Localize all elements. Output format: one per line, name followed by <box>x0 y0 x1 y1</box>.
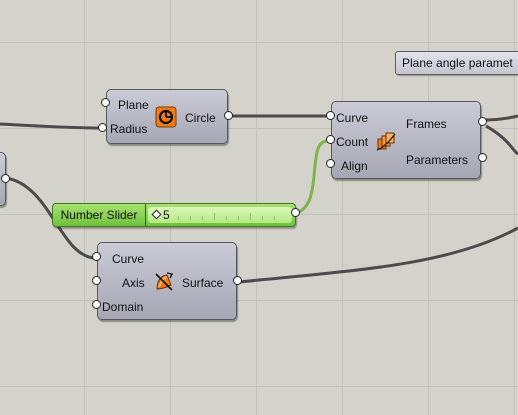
circle-grip-radius[interactable] <box>98 123 107 132</box>
slider-output-grip[interactable] <box>291 208 300 217</box>
output-label-parameters: Parameters <box>406 153 469 167</box>
number-slider[interactable]: Number Slider 5 <box>52 203 296 227</box>
input-label-count: Count <box>336 135 369 149</box>
wire-frames-out <box>482 114 518 122</box>
perp-grip-curve[interactable] <box>326 111 335 120</box>
input-label-rev-domain: Domain <box>102 300 144 314</box>
slider-track[interactable]: 5 <box>148 207 292 223</box>
output-label-frames: Frames <box>406 117 447 131</box>
slider-value: 5 <box>163 208 170 222</box>
rev-grip-axis[interactable] <box>92 276 101 285</box>
output-label-circle: Circle <box>185 111 216 125</box>
perp-grip-frames-out[interactable] <box>478 117 487 126</box>
wire-slider-to-count <box>295 139 329 215</box>
circle-icon <box>155 106 177 128</box>
revolution-component[interactable]: Curve Axis Domain Surface <box>97 242 237 320</box>
left-component-output-grip[interactable] <box>1 174 10 183</box>
revolution-icon <box>155 272 174 291</box>
perp-grip-align[interactable] <box>326 159 335 168</box>
panel-plane-angle-parameters[interactable]: Plane angle paramet <box>395 51 518 75</box>
circle-grip-circle-out[interactable] <box>224 111 233 120</box>
perp-frames-component[interactable]: Curve Count Align Frames Parameters <box>331 101 481 179</box>
rev-grip-curve[interactable] <box>92 252 101 261</box>
wire-to-radius <box>0 122 102 130</box>
input-label-plane: Plane <box>118 98 149 112</box>
rev-grip-surface-out[interactable] <box>233 276 242 285</box>
input-label-align: Align <box>341 159 368 173</box>
wire-parameters-out <box>485 124 518 156</box>
perp-grip-count[interactable] <box>326 135 335 144</box>
circle-component[interactable]: Plane Radius Circle <box>106 89 228 144</box>
input-label-curve: Curve <box>336 111 369 125</box>
output-label-surface: Surface <box>182 276 224 290</box>
input-label-rev-curve: Curve <box>112 252 145 266</box>
perp-frames-icon <box>376 132 396 151</box>
slider-handle[interactable] <box>151 209 162 220</box>
input-label-radius: Radius <box>110 122 148 136</box>
slider-name: Number Slider <box>53 204 146 226</box>
perp-grip-parameters-out[interactable] <box>478 153 487 162</box>
wire-surface-out <box>238 226 518 284</box>
rev-grip-domain[interactable] <box>92 300 101 309</box>
panel-text: Plane angle paramet <box>402 56 513 70</box>
circle-grip-plane[interactable] <box>101 98 110 107</box>
input-label-rev-axis: Axis <box>122 276 145 290</box>
